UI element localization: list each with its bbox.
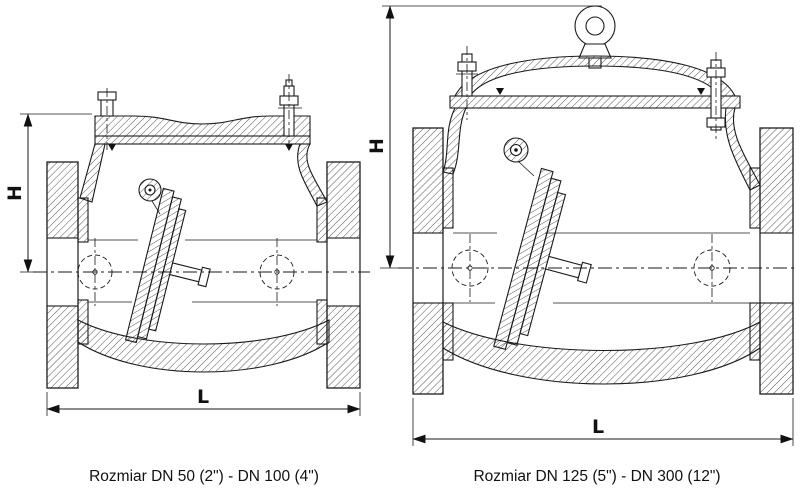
right-dim-h-label: H xyxy=(366,138,388,154)
weld-mark-left xyxy=(496,88,504,95)
right-valve-hinge xyxy=(503,137,535,177)
right-dim-l-label: L xyxy=(592,416,604,438)
left-valve-hinge xyxy=(138,178,162,215)
left-valve-bonnet xyxy=(94,74,311,151)
right-valve-left-flange xyxy=(412,127,454,395)
left-valve-body xyxy=(77,143,330,373)
right-valve-disc xyxy=(493,167,592,350)
left-valve-dimension-h: H xyxy=(4,113,92,273)
right-valve-bonnet xyxy=(449,46,741,140)
left-valve-right-flange xyxy=(316,161,361,389)
left-dim-h-label: H xyxy=(4,185,26,201)
right-valve-right-flange xyxy=(749,127,794,395)
left-valve-centerlines xyxy=(33,238,370,306)
weld-mark-right xyxy=(285,144,293,151)
right-valve-centerlines xyxy=(398,234,798,302)
left-valve-drawing: H L xyxy=(4,74,370,416)
caption-left: Rozmiar DN 50 (2") - DN 100 (4") xyxy=(89,468,319,485)
right-valve-dimension-h: H xyxy=(366,5,602,269)
left-valve-dimension-l: L xyxy=(46,386,361,416)
right-valve-dimension-l: L xyxy=(412,398,794,446)
left-valve-disc xyxy=(124,187,211,344)
weld-mark-right xyxy=(697,88,705,95)
right-valve-body xyxy=(442,107,761,385)
left-dim-l-label: L xyxy=(197,386,209,408)
right-valve-drawing: H L xyxy=(366,5,798,446)
weld-mark-left xyxy=(108,144,116,151)
caption-right: Rozmiar DN 125 (5") - DN 300 (12") xyxy=(473,468,720,485)
